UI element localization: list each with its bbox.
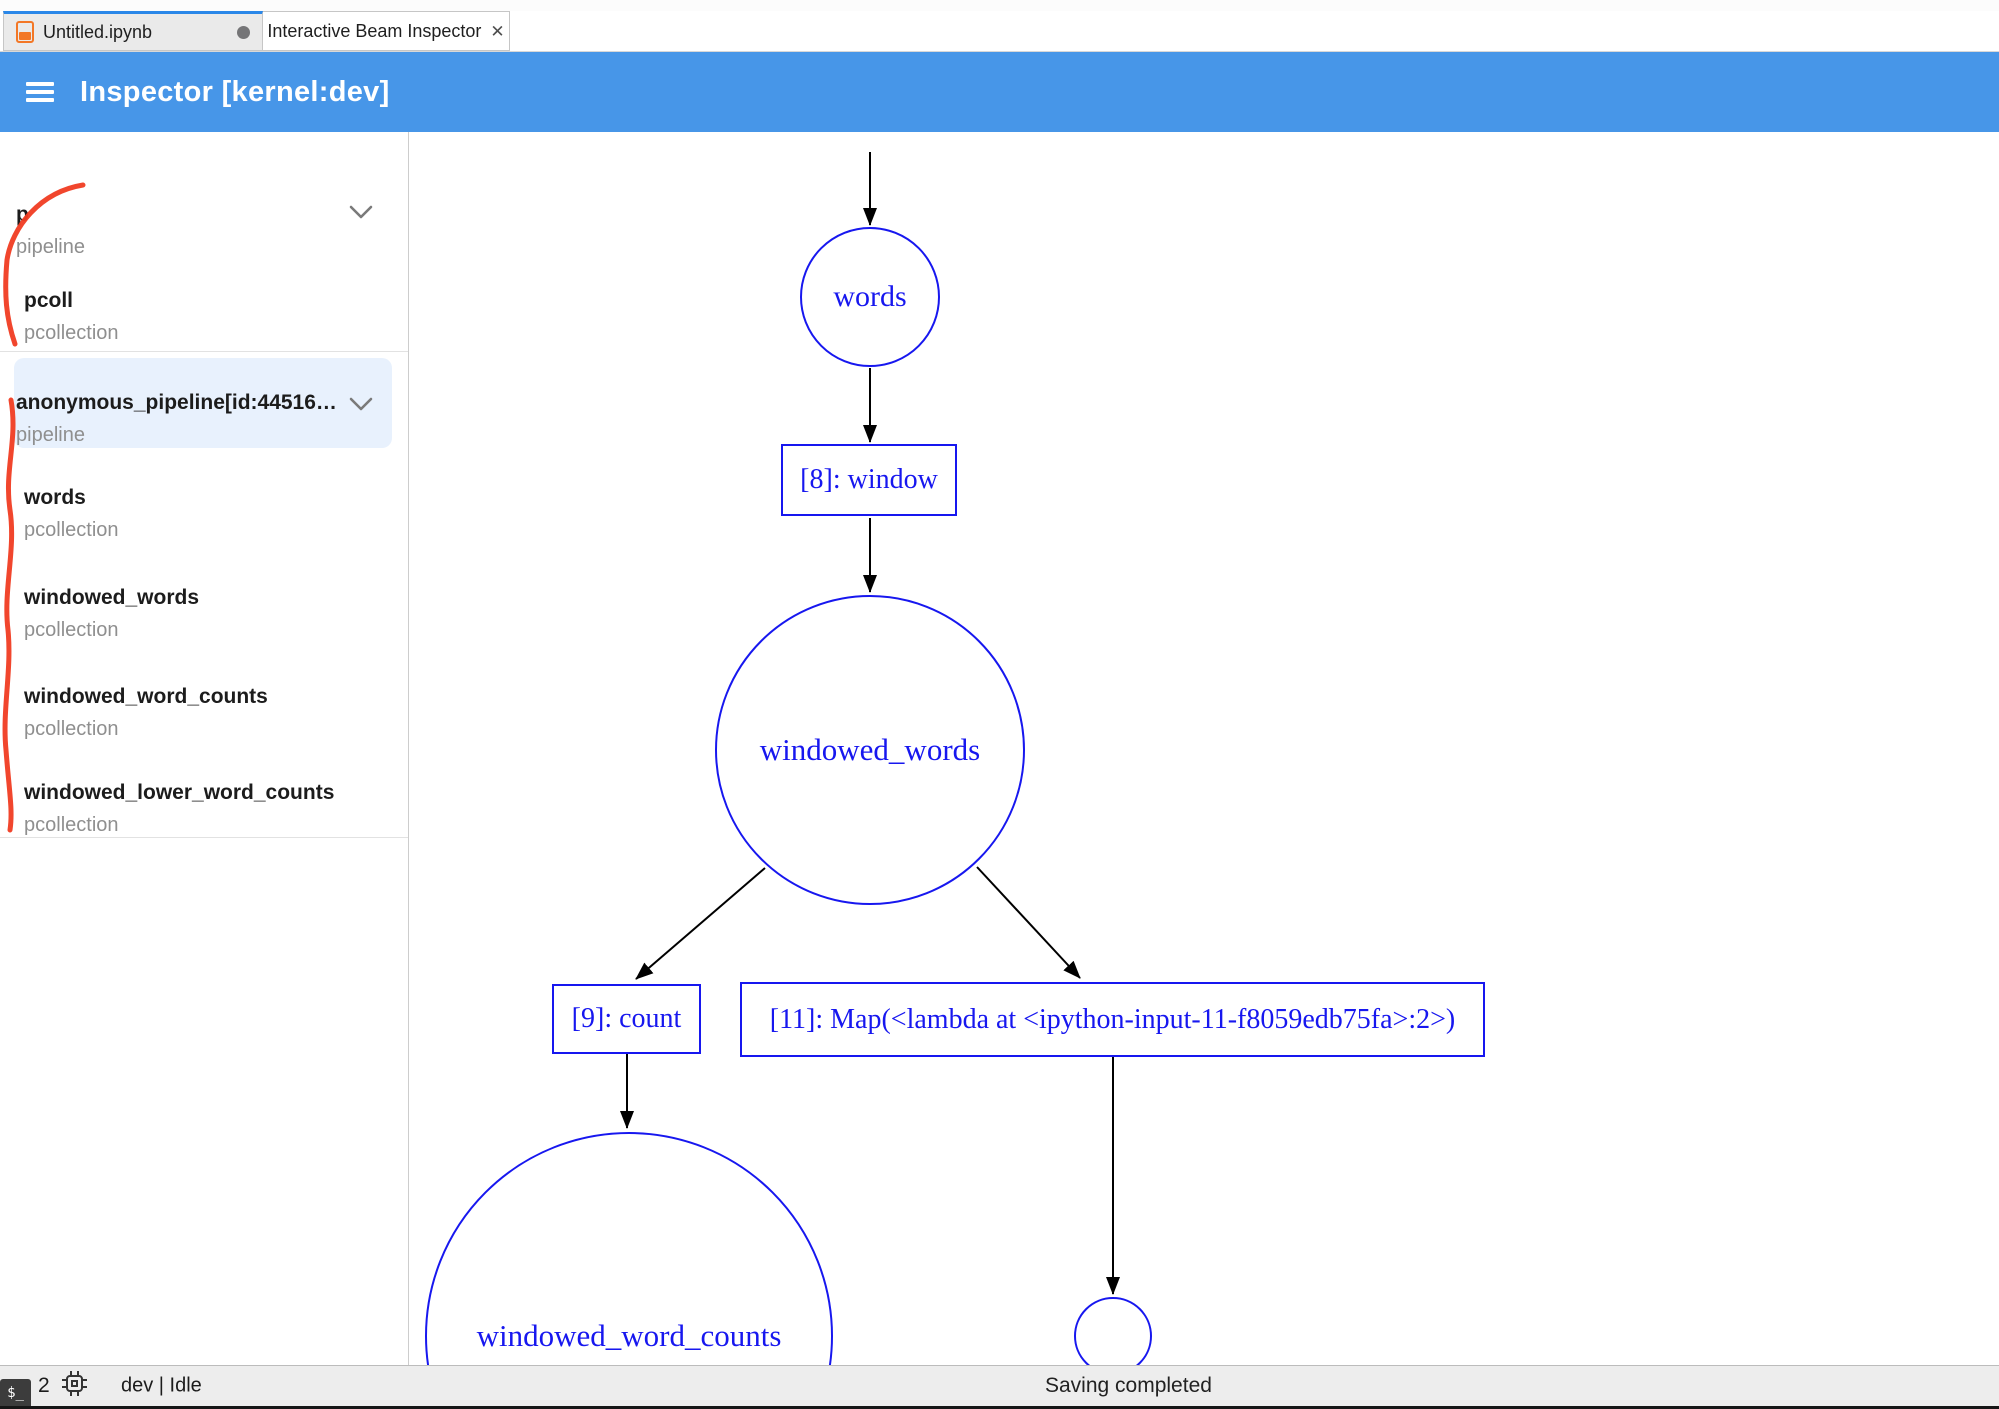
inspector-header: Inspector [kernel:dev] xyxy=(0,52,1999,132)
graph-node-windowed-words[interactable]: windowed_words xyxy=(715,595,1025,905)
window-top-strip xyxy=(0,0,1999,11)
item-type: pcollection xyxy=(24,718,119,740)
sidebar-item-windowed-word-counts[interactable]: windowed_word_counts pcollection xyxy=(0,684,408,742)
divider xyxy=(0,837,408,838)
sidebar-item-pcoll[interactable]: pcoll pcollection xyxy=(0,288,408,346)
item-label: words xyxy=(24,486,86,509)
node-label: words xyxy=(833,280,907,313)
element-list-sidebar: p pipeline pcoll pcollection anonymous_p… xyxy=(0,132,409,1365)
item-label: windowed_word_counts xyxy=(24,685,268,708)
graph-node-words[interactable]: words xyxy=(800,227,940,367)
tab-label: Untitled.ipynb xyxy=(43,21,153,42)
graph-edges xyxy=(620,152,1120,1295)
inspector-body: p pipeline pcoll pcollection anonymous_p… xyxy=(0,132,1999,1365)
graph-node-map-transform[interactable]: [11]: Map(<lambda at <ipython-input-11-f… xyxy=(740,982,1485,1057)
tab-label: Interactive Beam Inspector xyxy=(267,20,482,41)
node-label: [9]: count xyxy=(571,1003,682,1034)
unsaved-changes-dot-icon xyxy=(237,25,250,39)
sidebar-item-windowed-lower-word-counts[interactable]: windowed_lower_word_counts pcollection xyxy=(0,780,408,838)
item-label: pcoll xyxy=(24,289,74,312)
graph-node-unlabeled-pcollection[interactable] xyxy=(1074,1297,1152,1365)
item-label: windowed_words xyxy=(24,586,200,609)
tab-untitled-notebook[interactable]: Untitled.ipynb xyxy=(3,11,263,51)
item-type: pcollection xyxy=(24,322,119,344)
item-label: anonymous_pipeline[id:44516… xyxy=(16,391,337,414)
terminal-icon[interactable]: $_ xyxy=(0,1379,31,1406)
divider xyxy=(0,351,408,352)
selected-item-highlight xyxy=(14,358,392,448)
sidebar-item-anonymous-pipeline[interactable]: anonymous_pipeline[id:44516… pipeline xyxy=(0,390,408,448)
close-icon[interactable]: ✕ xyxy=(490,21,505,41)
hamburger-menu-icon[interactable] xyxy=(26,78,54,107)
node-label: [11]: Map(<lambda at <ipython-input-11-f… xyxy=(769,1003,1456,1035)
item-type: pcollection xyxy=(24,519,119,541)
dock-tab-bar: Untitled.ipynb Interactive Beam Inspecto… xyxy=(0,11,1999,52)
item-label: windowed_lower_word_counts xyxy=(24,781,335,804)
pipeline-graph: words [8]: window windowed_words [9]: co… xyxy=(409,132,1999,1365)
sidebar-item-pipeline-p[interactable]: p pipeline xyxy=(0,202,408,260)
sidebar-item-words[interactable]: words pcollection xyxy=(0,485,408,543)
node-label: windowed_word_counts xyxy=(476,1318,782,1353)
item-type: pcollection xyxy=(24,814,119,836)
notebook-icon xyxy=(16,21,34,43)
graph-node-count-transform[interactable]: [9]: count xyxy=(552,984,701,1054)
kernel-chip-icon[interactable] xyxy=(62,1371,87,1401)
tab-beam-inspector[interactable]: Interactive Beam Inspector ✕ xyxy=(263,11,510,51)
chevron-down-icon[interactable] xyxy=(348,203,374,221)
kernel-status[interactable]: dev | Idle xyxy=(121,1374,202,1397)
node-label: [8]: window xyxy=(800,464,938,495)
status-bar: $_ 2 dev | Idle Saving completed xyxy=(0,1365,1999,1409)
graph-node-window-transform[interactable]: [8]: window xyxy=(781,444,957,516)
page-title: Inspector [kernel:dev] xyxy=(80,75,390,108)
node-label: windowed_words xyxy=(759,732,981,767)
status-message: Saving completed xyxy=(1045,1374,1212,1397)
session-count[interactable]: 2 xyxy=(38,1374,50,1397)
item-type: pcollection xyxy=(24,619,119,641)
item-type: pipeline xyxy=(16,424,85,446)
chevron-down-icon[interactable] xyxy=(348,395,374,413)
sidebar-item-windowed-words[interactable]: windowed_words pcollection xyxy=(0,585,408,643)
item-type: pipeline xyxy=(16,236,85,258)
